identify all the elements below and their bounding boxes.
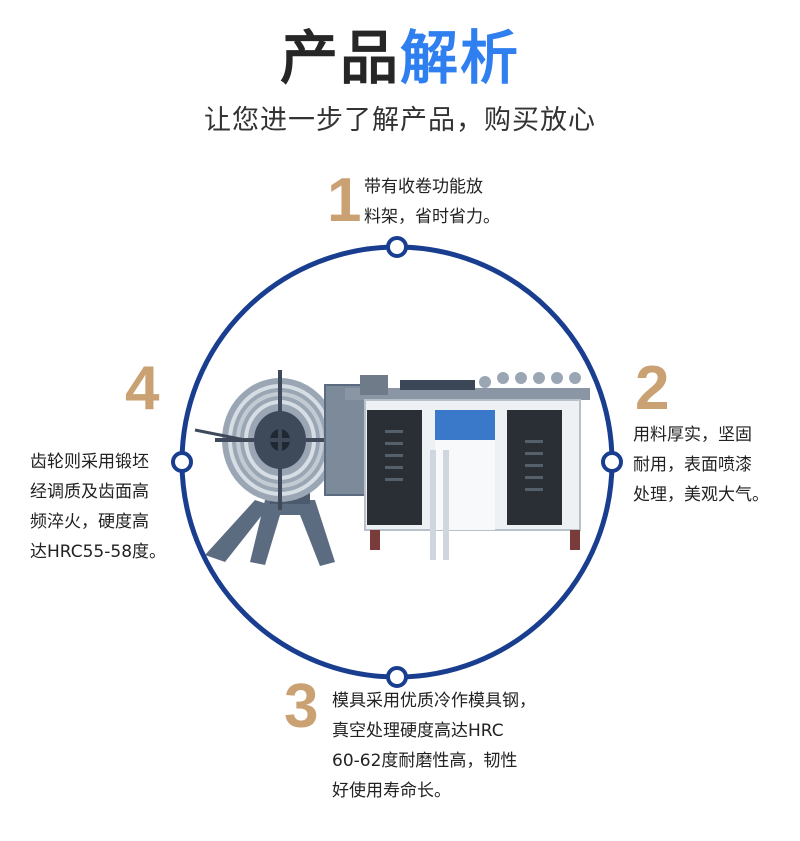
feature-3-line-4: 好使用寿命长。: [332, 781, 451, 801]
feature-1-line-1: 带有收卷功能放: [364, 177, 483, 197]
feature-1-number: 1: [327, 166, 362, 235]
feature-4-line-2: 经调质及齿面高: [30, 482, 149, 502]
feature-4-line-1: 齿轮则采用锻坯: [30, 452, 149, 472]
machine-image: [194, 370, 590, 566]
feature-2-number: 2: [635, 354, 670, 423]
feature-4-line-3: 频淬火，硬度高: [30, 512, 149, 532]
ring-node-bottom: [386, 666, 408, 688]
feature-2-text: 用料厚实，坚固 耐用，表面喷漆 处理，美观大气。: [633, 420, 769, 510]
feature-2-line-3: 处理，美观大气。: [633, 485, 769, 505]
feature-3-number: 3: [284, 672, 319, 741]
machine-label-panel: [435, 410, 495, 440]
feature-1-text: 带有收卷功能放 料架，省时省力。: [364, 172, 500, 232]
ring-node-right: [601, 451, 623, 473]
feature-3-line-1: 模具采用优质冷作模具钢，: [332, 691, 536, 711]
ring-node-left: [171, 451, 193, 473]
feature-4-line-4: 达HRC55-58度。: [30, 542, 167, 562]
feature-3-text: 模具采用优质冷作模具钢， 真空处理硬度高达HRC 60-62度耐磨性高，韧性 好…: [332, 686, 536, 806]
machine-cabinet: [364, 399, 581, 560]
feature-2-line-2: 耐用，表面喷漆: [633, 455, 752, 475]
feature-3-line-3: 60-62度耐磨性高，韧性: [332, 751, 518, 771]
page-title: 产品解析: [0, 18, 800, 98]
feature-1-line-2: 料架，省时省力。: [364, 207, 500, 227]
machine-top-rollers: [345, 372, 590, 400]
feature-3-line-2: 真空处理硬度高达HRC: [332, 721, 504, 741]
title-part-dark: 产品: [279, 24, 400, 92]
feature-2-line-1: 用料厚实，坚固: [633, 425, 752, 445]
wire-coil: [194, 370, 366, 510]
title-part-blue: 解析: [400, 24, 521, 92]
ring-node-top: [386, 236, 408, 258]
feature-4-text: 齿轮则采用锻坯 经调质及齿面高 频淬火，硬度高 达HRC55-58度。: [30, 447, 166, 567]
feature-4-number: 4: [125, 354, 160, 423]
page-subtitle: 让您进一步了解产品，购买放心: [204, 105, 596, 136]
